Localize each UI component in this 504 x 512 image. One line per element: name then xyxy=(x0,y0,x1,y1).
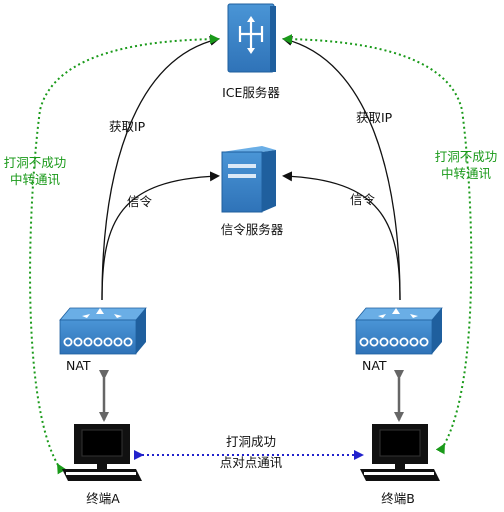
terminal-a-computer-icon xyxy=(62,424,142,481)
ice-server-icon xyxy=(227,3,276,73)
ice-server-label: ICE服务器 xyxy=(222,85,280,100)
get-ip-label-right: 获取IP xyxy=(356,110,393,125)
relay-label-left-line1: 打洞不成功 xyxy=(4,155,67,170)
signal-server-icon xyxy=(221,146,276,213)
signal-server-label: 信令服务器 xyxy=(221,222,284,237)
arrow-get-ip-left xyxy=(101,36,220,301)
arrow-signal-right xyxy=(282,171,401,301)
arrow-relay-left xyxy=(29,34,220,475)
p2p-label-line1: 打洞成功 xyxy=(226,434,276,449)
arrow-get-ip-right xyxy=(282,36,401,301)
nat-left-label: NAT xyxy=(66,358,91,373)
terminal-a-label: 终端A xyxy=(86,491,120,506)
terminal-b-computer-icon xyxy=(360,424,440,481)
relay-label-right-line2: 中转通讯 xyxy=(441,166,492,181)
p2p-label-line2: 点对点通讯 xyxy=(220,455,283,470)
arrow-signal-left xyxy=(101,171,220,301)
signal-label-left: 信令 xyxy=(127,194,153,209)
relay-label-right-line1: 打洞不成功 xyxy=(435,149,498,164)
signal-label-right: 信令 xyxy=(350,192,376,207)
relay-label-left-line2: 中转通讯 xyxy=(10,172,61,187)
terminal-b-label: 终端B xyxy=(381,491,415,506)
get-ip-label-left: 获取IP xyxy=(109,119,146,134)
nat-right-label: NAT xyxy=(362,358,387,373)
nat-right-icon xyxy=(355,307,443,355)
nat-left-icon xyxy=(59,307,147,355)
arrow-relay-right xyxy=(282,34,473,455)
